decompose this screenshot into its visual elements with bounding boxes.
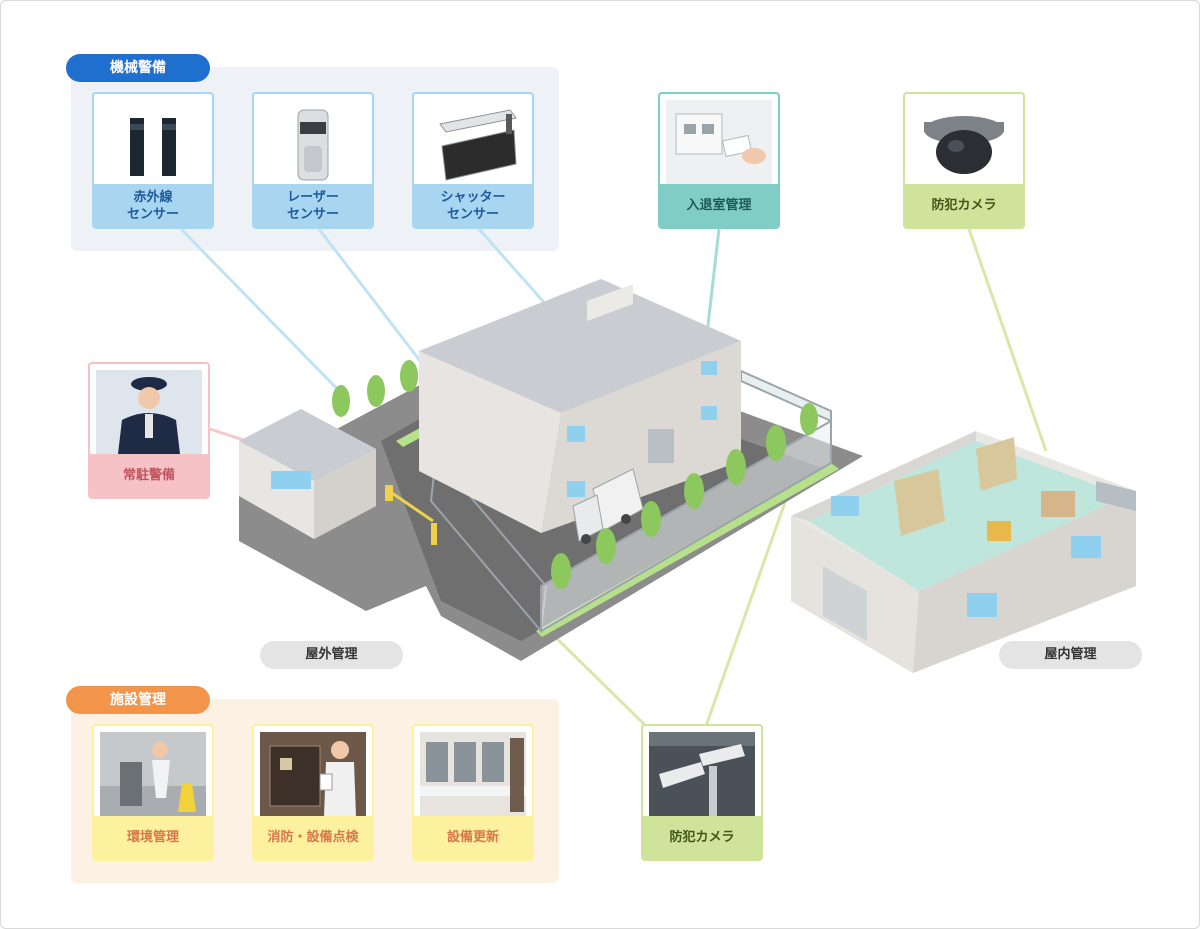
laser-sensor-label: レーザー センサー — [254, 184, 372, 227]
restroom-icon — [420, 732, 526, 816]
resident-guard-card[interactable]: 常駐警備 — [88, 362, 210, 499]
indoor-factory — [791, 431, 1136, 673]
dome-camera-label: 防犯カメラ — [905, 184, 1023, 227]
shutter-sensor-card[interactable]: シャッター センサー — [412, 92, 534, 229]
shutter-sensor-icon — [439, 109, 517, 181]
security-guard-icon — [96, 370, 202, 454]
dome-camera-connector — [967, 228, 1048, 452]
dome-camera-icon — [924, 116, 1004, 174]
infrared-sensor-label: 赤外線 センサー — [94, 184, 212, 227]
infrared-sensor-icon — [130, 118, 176, 176]
card-reader-icon — [666, 100, 772, 184]
gate-barrier — [385, 485, 393, 501]
environment-management-card[interactable]: 環境管理 — [92, 724, 214, 861]
mechanical-security-pill: 機械警備 — [66, 54, 210, 82]
laser-sensor-card[interactable]: レーザー センサー — [252, 92, 374, 229]
access-control-label: 入退室管理 — [660, 184, 778, 227]
access-control-card[interactable]: 入退室管理 — [658, 92, 780, 229]
infrared-connector — [179, 227, 351, 403]
outdoor-management-label: 屋外管理 — [260, 641, 403, 669]
trees — [332, 360, 818, 589]
resident-guard-label: 常駐警備 — [90, 454, 208, 497]
outdoor-camera-card[interactable]: 防犯カメラ — [641, 724, 763, 861]
inspection-staff-icon — [260, 732, 366, 816]
environment-management-label: 環境管理 — [94, 816, 212, 859]
delivery-truck — [572, 468, 644, 544]
equipment-renewal-label: 設備更新 — [414, 816, 532, 859]
infrared-sensor-card[interactable]: 赤外線 センサー — [92, 92, 214, 229]
equipment-renewal-card[interactable]: 設備更新 — [412, 724, 534, 861]
indoor-management-label: 屋内管理 — [999, 641, 1142, 669]
facility-management-pill: 施設管理 — [66, 686, 210, 714]
outdoor-camera-label: 防犯カメラ — [643, 816, 761, 859]
fire-inspection-label: 消防・設備点検 — [254, 816, 372, 859]
fire-inspection-card[interactable]: 消防・設備点検 — [252, 724, 374, 861]
cleaning-staff-icon — [100, 732, 206, 816]
shutter-sensor-label: シャッター センサー — [414, 184, 532, 227]
outdoor-camera-icon — [649, 732, 755, 816]
dome-camera-card[interactable]: 防犯カメラ — [903, 92, 1025, 229]
laser-sensor-icon — [297, 109, 329, 181]
